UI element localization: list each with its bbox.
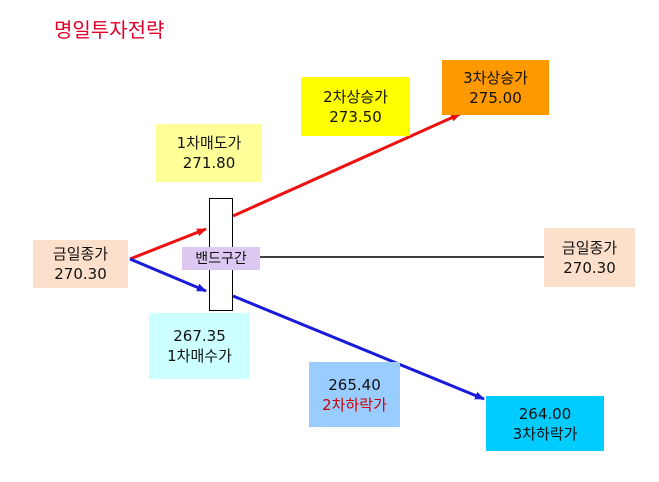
line-up-to-top	[232, 112, 461, 218]
first-sell-value: 271.80	[182, 154, 236, 172]
today-close-left-box: 금일종가 270.30	[33, 240, 128, 288]
first-sell-label: 1차매도가	[176, 134, 242, 152]
second-down-value: 265.40	[328, 375, 381, 394]
today-close-right-box: 금일종가 270.30	[544, 228, 635, 287]
second-up-box: 2차상승가 273.50	[301, 77, 410, 136]
today-close-right-label: 금일종가	[561, 238, 618, 257]
today-close-left-label: 금일종가	[52, 245, 109, 263]
third-up-label: 3차상승가	[463, 68, 528, 87]
today-close-right-value: 270.30	[563, 258, 616, 277]
second-down-label: 2차하락가	[322, 395, 387, 414]
second-up-value: 273.50	[329, 107, 382, 126]
second-up-label: 2차상승가	[323, 87, 388, 106]
first-buy-box: 267.35 1차매수가	[149, 313, 250, 379]
first-buy-value: 267.35	[173, 327, 226, 345]
first-buy-label: 1차매수가	[167, 347, 232, 365]
second-down-box: 265.40 2차하락가	[309, 362, 400, 427]
third-down-box: 264.00 3차하락가	[486, 396, 604, 451]
third-down-label: 3차하락가	[512, 424, 578, 443]
third-up-box: 3차상승가 275.00	[442, 60, 549, 115]
band-label-box: 밴드구간	[182, 247, 260, 270]
first-sell-box: 1차매도가 271.80	[156, 124, 262, 182]
line-down-to-bottom	[232, 294, 485, 401]
third-down-value: 264.00	[518, 404, 572, 423]
line-down-to-band	[129, 257, 207, 293]
today-close-left-value: 270.30	[54, 265, 107, 283]
third-up-value: 275.00	[469, 88, 522, 107]
line-up-to-band	[129, 227, 207, 261]
band-label: 밴드구간	[195, 250, 247, 267]
page-title: 명일투자전략	[54, 18, 165, 42]
